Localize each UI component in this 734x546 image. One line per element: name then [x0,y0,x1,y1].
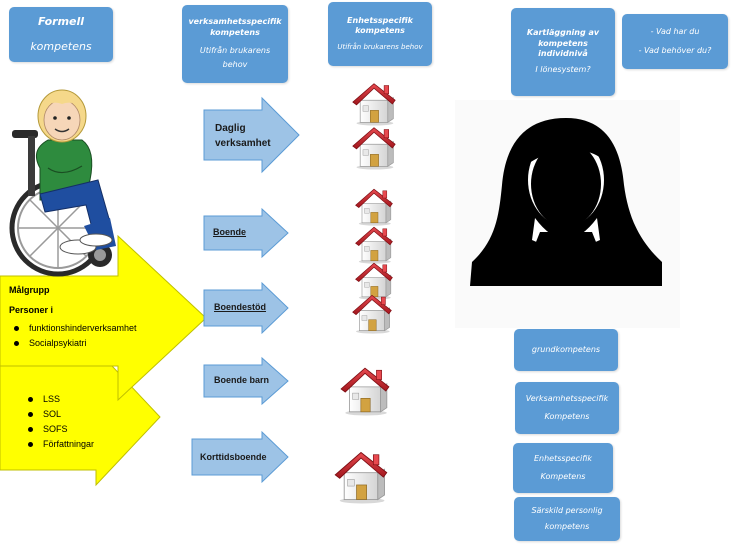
verksamhetsspecifik-line4: behov [222,60,248,70]
lagar-list: LSS SOL SOFS Författningar [23,392,143,452]
lagar-item: SOFS [23,422,143,437]
verksamhetsspecifik-kompetens-box: verksamhetsspecifik kompetens Utifrån br… [182,5,288,83]
arrow-label-korttidsboende-text: Korttidsboende [200,452,267,462]
woman-silhouette-icon [470,118,662,286]
yellow-arrow-top [0,234,207,402]
house-icon [355,188,393,226]
arrow-label-boendestod-text: Boendestöd [214,302,267,312]
vad-har-du-line2: - Vad behöver du? [638,45,712,55]
verksamhetsspecifik-line1: verksamhetsspecifik [188,17,282,27]
malgrupp-block: Målgrupp Personer i funktionshinderverks… [9,285,199,351]
kartlaggning-line3: individnivå [538,49,588,58]
arrow-label-daglig-line2: verksamhet [215,138,271,149]
enhetsspecifik-line3: Utifrån brukarens behov [337,42,423,51]
malgrupp-list: funktionshinderverksamhet Socialpsykiatr… [9,321,199,351]
enhetsspecifik-line1: Enhetsspecifik [347,16,413,26]
sarskild-kompetens-box: Särskild personlig kompetens [514,497,620,541]
enhetsspecifik-right-line1: Enhetsspecifik [533,453,592,463]
arrow-label-daglig-line1: Daglig [215,123,246,134]
arrow-label-boende-text: Boende [213,227,247,237]
sarskild-line2: kompetens [544,522,590,531]
malgrupp-subtitle: Personer i [9,305,54,315]
vad-har-du-line1: - Vad har du [650,27,700,37]
arrow-label-korttidsboende: Korttidsboende [200,451,267,465]
sarskild-line1: Särskild personlig [531,505,603,515]
house-icon [352,83,396,126]
malgrupp-item: Socialpsykiatri [9,336,199,351]
lagar-block: LSS SOL SOFS Författningar [23,392,143,452]
enhetsspecifik-kompetens-box: Enhetsspecifik kompetens Utifrån brukare… [328,2,432,66]
house-icon [355,226,393,264]
arrow-label-boendestod: Boendestöd [214,301,266,315]
formell-kompetens-box: Formell kompetens [9,7,113,62]
arrow-label-daglig-verksamhet: Daglig verksamhet [215,121,271,151]
enhetsspecifik-right-box: Enhetsspecifik Kompetens [513,443,613,493]
formell-kompetens-line2: kompetens [30,39,92,53]
grundkompetens-text: grundkompetens [531,344,601,354]
lagar-item: SOL [23,407,143,422]
kartlaggning-line1: Kartläggning av [526,28,600,38]
house-icon [340,367,390,416]
wheelchair-user-icon [9,89,116,277]
arrow-label-boende-barn-text: Boende barn [214,375,270,385]
verksamhetsspecifik-line2: kompetens [210,27,260,37]
arrow-daglig-verksamhet [203,96,300,174]
verksamhetsspecifik-right-line1: Verksamhetsspecifik [525,393,609,403]
arrow-label-boende-barn: Boende barn [214,374,269,388]
enhetsspecifik-line2: kompetens [355,26,405,36]
formell-kompetens-line1: Formell [37,15,85,29]
kartlaggning-line4: I lönesystem? [535,65,591,75]
lagar-item: LSS [23,392,143,407]
house-icon [352,294,392,334]
kartlaggning-line2: kompetens [538,38,588,48]
malgrupp-title: Målgrupp [9,285,50,295]
arrow-boendestod [203,281,289,335]
lagar-item: Författningar [23,437,143,452]
verksamhetsspecifik-line3: Utifrån brukarens [199,46,271,55]
arrow-boende [203,207,289,259]
verksamhetsspecifik-right-line2: Kompetens [544,412,590,421]
house-icon [334,451,388,504]
house-icon [355,262,393,300]
verksamhetsspecifik-right-box: Verksamhetsspecifik Kompetens [515,382,619,434]
malgrupp-item: funktionshinderverksamhet [9,321,199,336]
kartlaggning-box: Kartläggning av kompetens individnivå I … [511,8,615,96]
vad-har-du-box: - Vad har du - Vad behöver du? [622,14,728,69]
house-icon [352,127,396,170]
arrow-korttidsboende [191,430,289,484]
enhetsspecifik-right-line2: Kompetens [540,472,586,481]
arrow-label-boende: Boende [213,226,246,240]
grundkompetens-box: grundkompetens [514,329,618,371]
arrow-boende-barn [203,356,289,406]
